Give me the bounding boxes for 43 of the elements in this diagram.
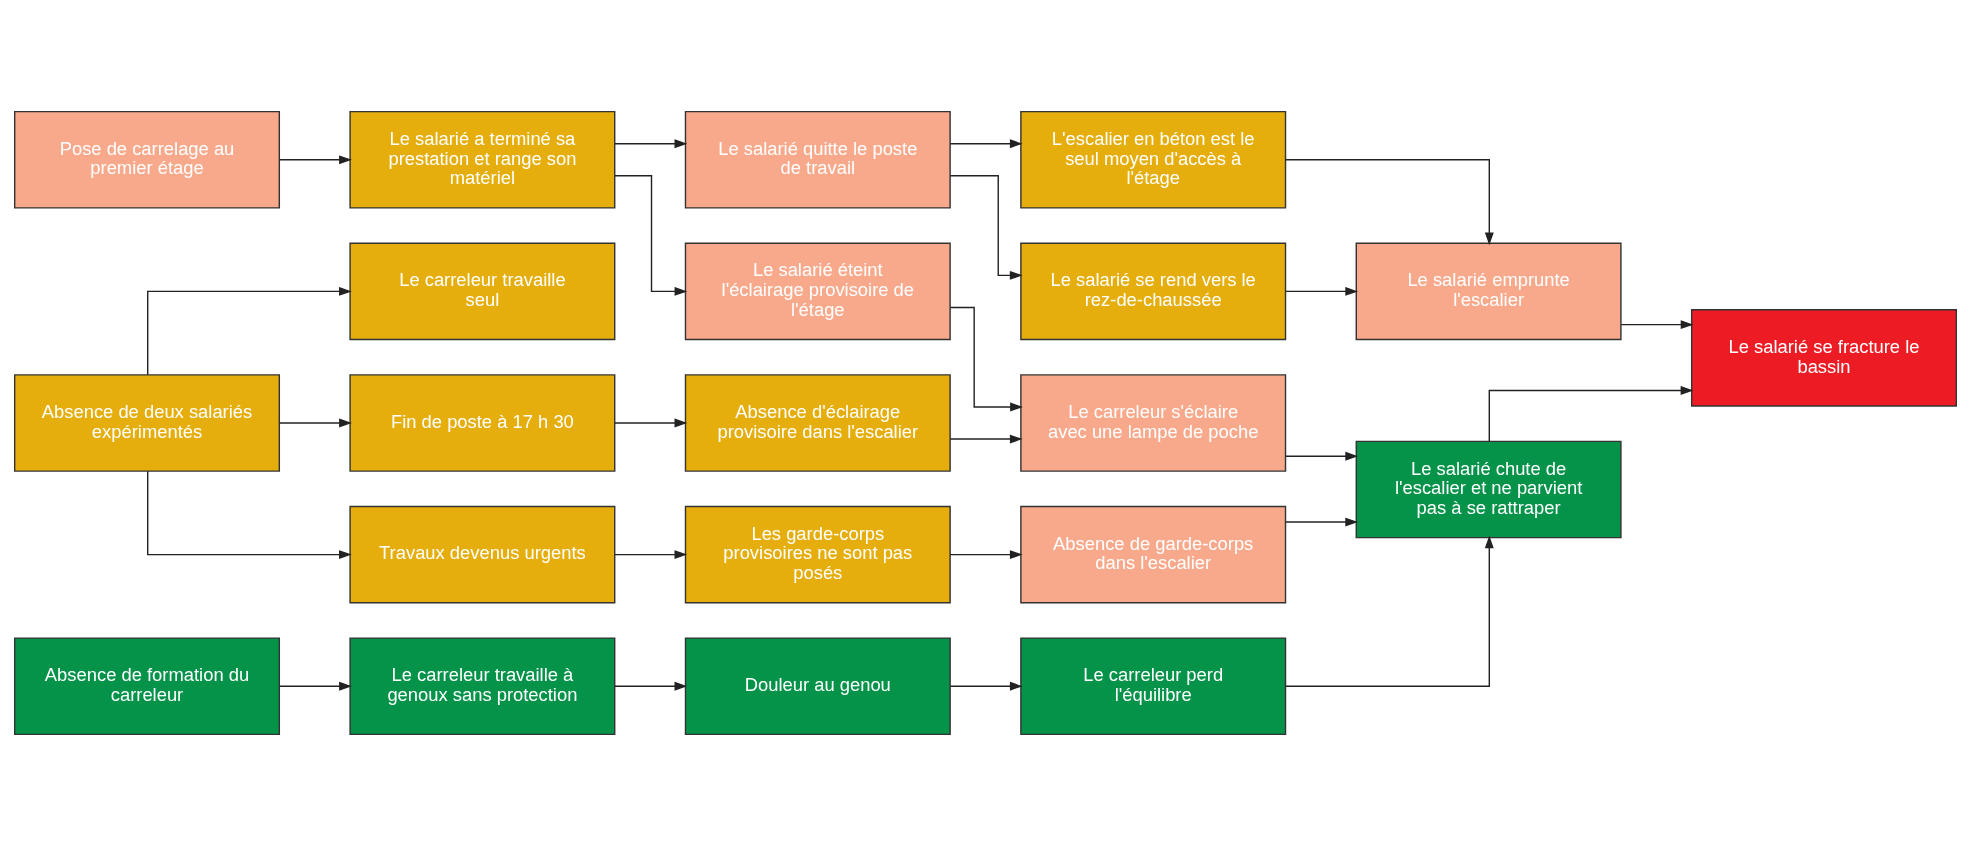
node-box: Fin de poste à 17 h 30 xyxy=(349,374,616,472)
arrow xyxy=(1285,286,1359,296)
node-box: Le salarié chute de l'escalier et ne parvient pas à se rattraper xyxy=(1355,440,1622,539)
node-box: Le salarié éteint l'éclairage provisoire de l'étage xyxy=(684,242,951,341)
arrow xyxy=(278,681,352,691)
arrow xyxy=(949,139,1023,149)
node-box: Les garde-corps provisoires ne sont pas posés xyxy=(684,505,951,604)
node-box: Absence de garde-corps dans l'escalier xyxy=(1020,505,1287,604)
arrow xyxy=(1285,451,1359,461)
arrow xyxy=(614,550,688,560)
arrow xyxy=(614,175,688,296)
node-box: Le carreleur s'éclaire avec une lampe de poche xyxy=(1020,374,1287,472)
arrow xyxy=(1620,320,1694,330)
node-box: Douleur au genou xyxy=(684,637,951,736)
node-box: L'escalier en béton est le seul moyen d'accès à l'étage xyxy=(1020,110,1287,209)
node-box: Le salarié a terminé sa prestation et range son matériel xyxy=(349,110,616,209)
arrow xyxy=(147,286,352,376)
arrow xyxy=(1285,517,1359,527)
arrow xyxy=(949,550,1023,560)
node-box: Pose de carrelage au premier étage xyxy=(14,110,281,209)
arrow xyxy=(949,175,1023,280)
node-box: Le salarié se fracture le bassin xyxy=(1690,309,1957,407)
node-box: Absence d'éclairage provisoire dans l'escalier xyxy=(684,374,951,472)
node-box: Absence de deux salariés expérimentés xyxy=(14,374,281,472)
node-box: Le carreleur travaille seul xyxy=(349,242,616,341)
node-box: Le carreleur travaille à genoux sans protection xyxy=(349,637,616,736)
arrow xyxy=(1284,535,1494,687)
arrow xyxy=(949,681,1023,691)
arrow xyxy=(1284,159,1494,246)
arrow xyxy=(614,139,688,149)
arrow xyxy=(147,470,352,560)
node-box: Travaux devenus urgents xyxy=(349,505,616,604)
arrow xyxy=(949,434,1023,444)
node-box: Le salarié se rend vers le rez-de-chaussée xyxy=(1020,242,1287,341)
arrow xyxy=(1488,385,1694,442)
node-box: Absence de formation du carreleur xyxy=(14,637,281,736)
arrow xyxy=(614,681,688,691)
arrow xyxy=(278,418,352,428)
arrow xyxy=(614,418,688,428)
node-box: Le carreleur perd l'équilibre xyxy=(1020,637,1287,736)
node-box: Le salarié emprunte l'escalier xyxy=(1355,242,1622,341)
arrow xyxy=(278,155,352,165)
node-box: Le salarié quitte le poste de travail xyxy=(684,110,951,209)
